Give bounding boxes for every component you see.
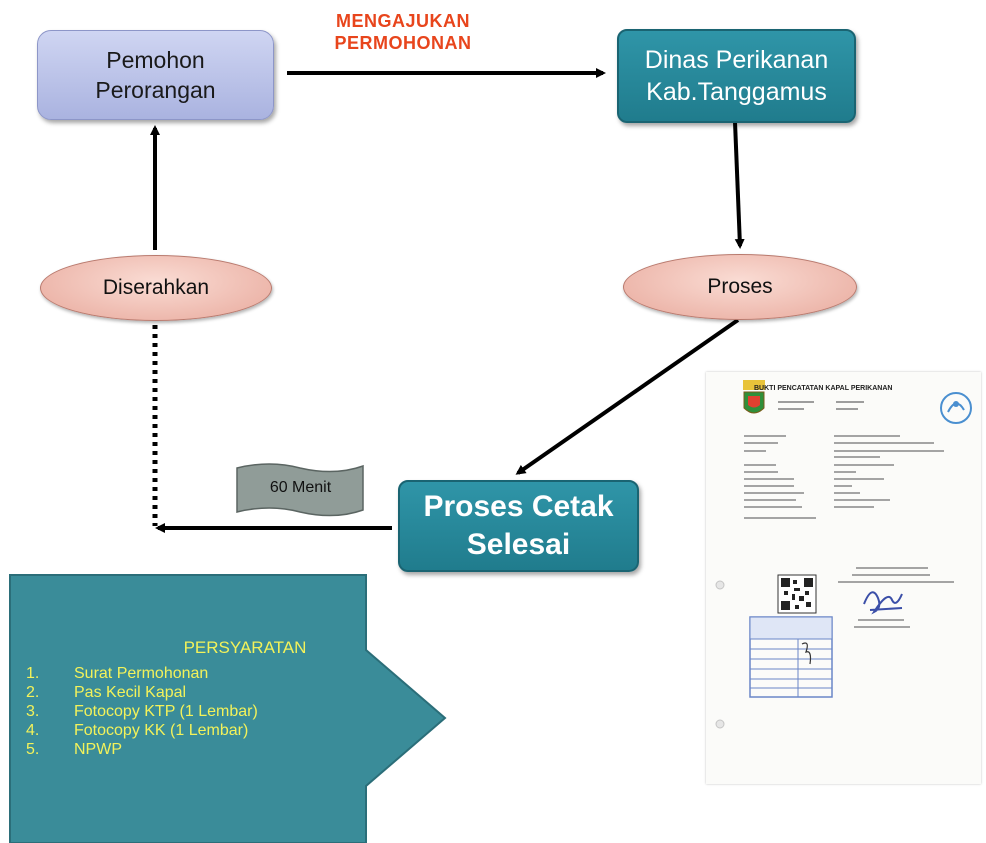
node-proses: Proses bbox=[623, 254, 857, 320]
arrow-proses-to-cetak bbox=[515, 318, 740, 475]
ministry-logo-icon bbox=[940, 392, 972, 424]
header-text-lines bbox=[778, 401, 864, 410]
duration-label: 60 Menit bbox=[269, 479, 332, 496]
requirement-text: NPWP bbox=[74, 741, 122, 758]
regency-emblem-icon bbox=[743, 380, 765, 414]
certificate-graphics bbox=[715, 380, 972, 729]
requirement-number: 5. bbox=[26, 741, 40, 758]
node-cetak: Proses Cetak Selesai bbox=[398, 480, 639, 572]
dinas-line2: Kab.Tanggamus bbox=[646, 78, 827, 106]
requirements-callout bbox=[9, 574, 447, 843]
applicant-line2: Perorangan bbox=[95, 77, 216, 103]
certificate-document: BUKTI PENCATATAN KAPAL PERIKANAN bbox=[706, 372, 981, 784]
requirement-number: 3. bbox=[26, 703, 40, 720]
requirement-item: 3. Fotocopy KTP (1 Lembar) bbox=[26, 702, 366, 721]
requirement-text: Surat Permohonan bbox=[74, 665, 209, 682]
node-diserahkan: Diserahkan bbox=[40, 255, 272, 321]
requirement-number: 4. bbox=[26, 722, 40, 739]
submit-label: MENGAJUKAN PERMOHONAN bbox=[318, 10, 488, 54]
record-field-lines bbox=[744, 435, 954, 628]
proses-label: Proses bbox=[707, 275, 773, 298]
cetak-line2: Selesai bbox=[466, 528, 571, 561]
requirement-item: 5. NPWP bbox=[26, 740, 366, 759]
requirement-text: Fotocopy KTP (1 Lembar) bbox=[74, 703, 258, 720]
node-dinas: Dinas Perikanan Kab.Tanggamus bbox=[617, 29, 856, 123]
signature-icon bbox=[863, 591, 903, 615]
qr-code-icon bbox=[777, 574, 817, 614]
certificate-title: BUKTI PENCATATAN KAPAL PERIKANAN bbox=[754, 385, 893, 392]
cetak-line1: Proses Cetak bbox=[423, 490, 614, 523]
requirement-number: 1. bbox=[26, 665, 40, 682]
paraf-stamp-table bbox=[749, 616, 833, 698]
punch-hole bbox=[715, 719, 725, 729]
requirements-list: 1. Surat Permohonan 2. Pas Kecil Kapal 3. F… bbox=[26, 664, 366, 759]
submit-label-line1: MENGAJUKAN bbox=[335, 11, 470, 31]
requirement-item: 1. Surat Permohonan bbox=[26, 664, 366, 683]
requirement-number: 2. bbox=[26, 684, 40, 701]
applicant-line1: Pemohon bbox=[106, 47, 205, 73]
requirement-text: Fotocopy KK (1 Lembar) bbox=[74, 722, 249, 739]
requirement-text: Pas Kecil Kapal bbox=[74, 684, 187, 701]
arrow-dinas-to-proses bbox=[733, 121, 745, 249]
duration-banner bbox=[236, 463, 364, 517]
diserahkan-label: Diserahkan bbox=[102, 276, 210, 299]
node-applicant: Pemohon Perorangan bbox=[37, 30, 274, 120]
submit-label-line2: PERMOHONAN bbox=[334, 33, 472, 53]
requirement-item: 4. Fotocopy KK (1 Lembar) bbox=[26, 721, 366, 740]
punch-hole bbox=[715, 580, 725, 590]
requirements-title: PERSYARATAN bbox=[183, 638, 307, 657]
dinas-line1: Dinas Perikanan bbox=[644, 46, 829, 74]
requirement-item: 2. Pas Kecil Kapal bbox=[26, 683, 366, 702]
